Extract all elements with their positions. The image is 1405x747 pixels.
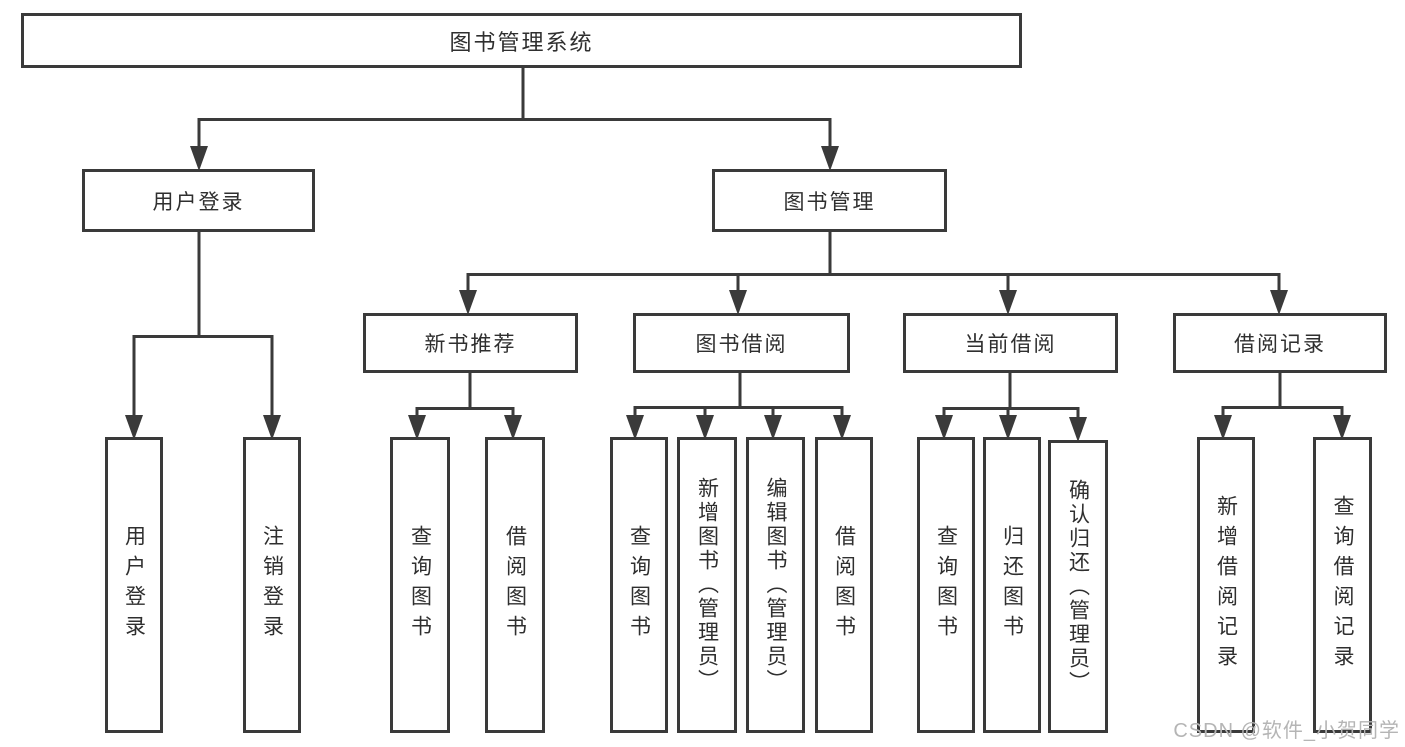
node-label: 用户登录 <box>122 525 146 645</box>
node-root: 图书管理系统 <box>21 13 1022 68</box>
leaf-edit-books-admin: 编辑图书（管理员） <box>746 437 805 733</box>
node-borrow-records: 借阅记录 <box>1173 313 1387 373</box>
node-label: 图书管理系统 <box>449 29 594 55</box>
leaf-return-books: 归还图书 <box>983 437 1041 733</box>
node-label: 归还图书 <box>1000 525 1024 645</box>
leaf-query-borrow-record: 查询借阅记录 <box>1313 437 1372 733</box>
leaf-add-books-admin: 新增图书（管理员） <box>677 437 737 733</box>
node-label: 确认归还（管理员） <box>1066 478 1090 695</box>
node-label: 图书管理 <box>783 190 876 214</box>
leaf-logout: 注销登录 <box>243 437 301 733</box>
node-user-login: 用户登录 <box>82 169 315 232</box>
leaf-query-books-recommend: 查询图书 <box>390 437 450 733</box>
node-label: 图书借阅 <box>695 333 788 356</box>
node-new-book-recommend: 新书推荐 <box>363 313 578 373</box>
node-label: 新书推荐 <box>424 333 517 356</box>
node-label: 查询图书 <box>408 525 432 645</box>
node-label: 借阅图书 <box>503 525 527 645</box>
leaf-add-borrow-record: 新增借阅记录 <box>1197 437 1255 733</box>
node-label: 查询借阅记录 <box>1331 495 1354 675</box>
node-label: 查询图书 <box>627 525 651 645</box>
node-book-management: 图书管理 <box>712 169 947 232</box>
leaf-query-books-borrow: 查询图书 <box>610 437 668 733</box>
leaf-query-books-current: 查询图书 <box>917 437 975 733</box>
node-book-borrow: 图书借阅 <box>633 313 850 373</box>
node-label: 当前借阅 <box>964 333 1057 356</box>
leaf-user-login: 用户登录 <box>105 437 163 733</box>
leaf-confirm-return-admin: 确认归还（管理员） <box>1048 440 1108 733</box>
node-label: 编辑图书（管理员） <box>764 477 787 693</box>
leaf-borrow-books-recommend: 借阅图书 <box>485 437 545 733</box>
node-label: 查询图书 <box>934 525 958 645</box>
node-label: 新增借阅记录 <box>1214 495 1238 675</box>
node-label: 新增图书（管理员） <box>695 477 719 693</box>
node-label: 注销登录 <box>260 525 284 645</box>
watermark: CSDN @软件_小贺同学 <box>1173 720 1400 742</box>
node-current-borrow: 当前借阅 <box>903 313 1118 373</box>
node-label: 借阅图书 <box>832 525 856 645</box>
node-label: 借阅记录 <box>1234 333 1326 356</box>
leaf-borrow-books: 借阅图书 <box>815 437 873 733</box>
node-label: 用户登录 <box>152 190 245 214</box>
